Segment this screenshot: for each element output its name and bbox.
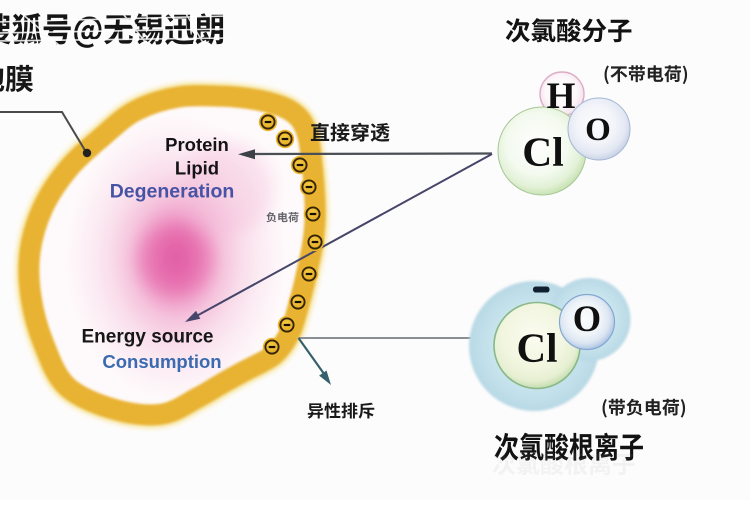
svg-text:Cl: Cl [517, 325, 558, 371]
svg-text:Lipid: Lipid [175, 158, 219, 179]
svg-text:Energy source: Energy source [82, 327, 214, 348]
svg-text:H: H [547, 76, 576, 117]
svg-text:Cl: Cl [522, 129, 564, 175]
svg-text:Consumption: Consumption [102, 351, 221, 372]
svg-text:O: O [573, 298, 601, 339]
svg-text:O: O [585, 112, 611, 148]
svg-text:Degeneration: Degeneration [110, 181, 235, 203]
svg-text:Protein: Protein [165, 134, 229, 155]
